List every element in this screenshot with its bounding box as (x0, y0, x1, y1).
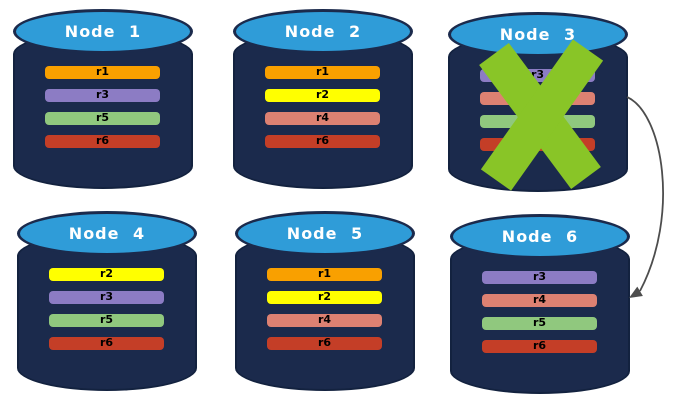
replica-label: r6 (530, 137, 545, 150)
replica-label: r5 (99, 313, 114, 326)
replica-label: r5 (530, 114, 545, 127)
cylinder-body (13, 31, 193, 189)
node-title: Node 3 (499, 25, 577, 44)
replica-bar: r6 (267, 337, 382, 350)
replica-label: r6 (532, 339, 547, 352)
cylinder-top: Node 5 (235, 211, 415, 256)
replica-label: r6 (317, 336, 332, 349)
cylinder-top: Node 4 (17, 211, 197, 256)
replica-bar: r2 (49, 268, 164, 281)
cylinder-body (448, 34, 628, 192)
replica-bar: r1 (45, 66, 160, 79)
replica-label: r3 (99, 290, 114, 303)
replica-label: r6 (99, 336, 114, 349)
replica-label: r1 (95, 65, 110, 78)
node-1-cylinder: r1 r3 r5 r6 Node 1 (13, 9, 193, 189)
failover-arrowhead-icon (629, 286, 643, 298)
replica-label: r4 (315, 111, 330, 124)
replica-label: r6 (315, 134, 330, 147)
replica-bar: r2 (265, 89, 380, 102)
replica-label: r4 (317, 313, 332, 326)
replica-bar: r6 (49, 337, 164, 350)
replica-bar: r3 (49, 291, 164, 304)
node-3-cylinder: r3 r4 r5 r6 Node 3 (448, 12, 628, 192)
cylinder-top: Node 2 (233, 9, 413, 54)
replica-bar: r4 (480, 92, 595, 105)
cylinder-top: Node 6 (450, 214, 630, 259)
node-2-cylinder: r1 r2 r4 r6 Node 2 (233, 9, 413, 189)
replica-label: r3 (95, 88, 110, 101)
replica-label: r6 (95, 134, 110, 147)
replica-bar: r1 (265, 66, 380, 79)
node-5-cylinder: r1 r2 r4 r6 Node 5 (235, 211, 415, 391)
node-title: Node 6 (501, 227, 579, 246)
cylinder-body (235, 233, 415, 391)
node-6-cylinder: r3 r4 r5 r6 Node 6 (450, 214, 630, 394)
replica-bar: r2 (267, 291, 382, 304)
replica-bar: r4 (482, 294, 597, 307)
replica-label: r4 (532, 293, 547, 306)
replica-label: r4 (530, 91, 545, 104)
replica-bar: r5 (480, 115, 595, 128)
replica-bar: r3 (45, 89, 160, 102)
replica-bar: r6 (480, 138, 595, 151)
replica-bar: r1 (267, 268, 382, 281)
replica-label: r2 (99, 267, 114, 280)
replica-label: r3 (530, 68, 545, 81)
node-title: Node 2 (284, 22, 362, 41)
node-4-cylinder: r2 r3 r5 r6 Node 4 (17, 211, 197, 391)
replica-bar: r6 (45, 135, 160, 148)
replica-label: r3 (532, 270, 547, 283)
replica-bar: r5 (45, 112, 160, 125)
replica-bar: r6 (265, 135, 380, 148)
cylinder-body (450, 236, 630, 394)
cylinder-top: Node 3 (448, 12, 628, 57)
replica-bar: r5 (49, 314, 164, 327)
replica-label: r1 (317, 267, 332, 280)
failover-arrow (626, 96, 664, 292)
replica-bar: r4 (265, 112, 380, 125)
replica-bar: r5 (482, 317, 597, 330)
replica-label: r2 (315, 88, 330, 101)
node-title: Node 4 (68, 224, 146, 243)
node-title: Node 5 (286, 224, 364, 243)
replica-label: r1 (315, 65, 330, 78)
cylinder-top: Node 1 (13, 9, 193, 54)
replica-label: r2 (317, 290, 332, 303)
replica-bar: r6 (482, 340, 597, 353)
cylinder-body (17, 233, 197, 391)
replica-bar: r3 (482, 271, 597, 284)
replica-bar: r4 (267, 314, 382, 327)
node-title: Node 1 (64, 22, 142, 41)
replica-label: r5 (532, 316, 547, 329)
replica-label: r5 (95, 111, 110, 124)
cylinder-body (233, 31, 413, 189)
replica-bar: r3 (480, 69, 595, 82)
